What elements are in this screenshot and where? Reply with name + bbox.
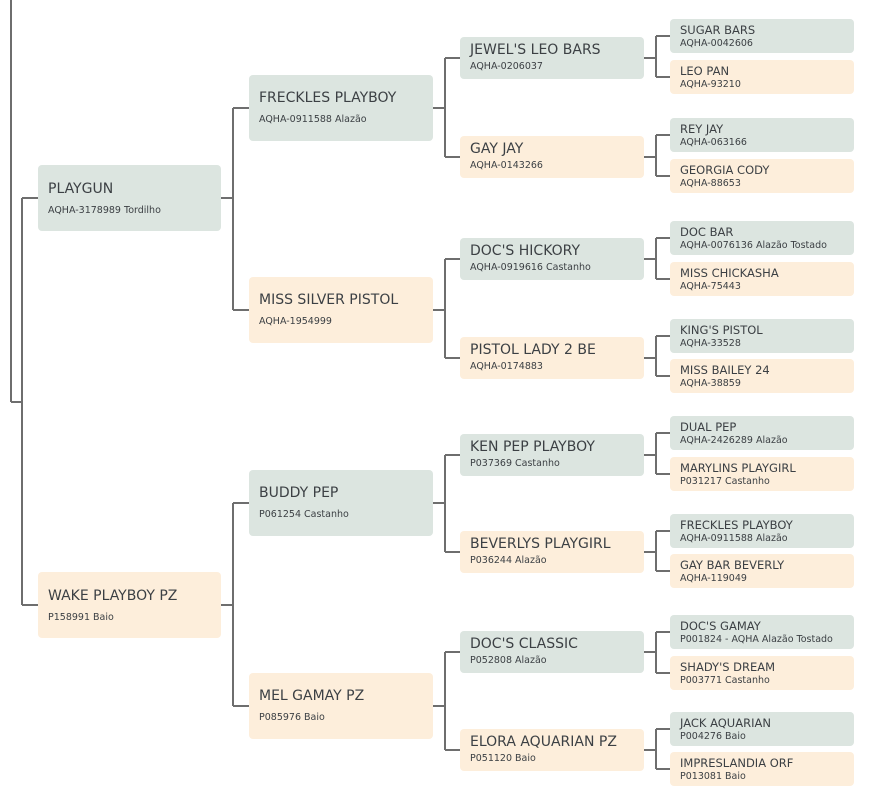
horse-name: KEN PEP PLAYBOY bbox=[470, 439, 595, 455]
horse-name: WAKE PLAYBOY PZ bbox=[48, 588, 178, 604]
horse-registration: AQHA-0042606 bbox=[680, 38, 753, 49]
horse-card-dam-sire[interactable]: BUDDY PEP P061254 Castanho bbox=[249, 470, 433, 536]
horse-card-dam-dam[interactable]: MEL GAMAY PZ P085976 Baio bbox=[249, 673, 433, 739]
horse-name: MISS BAILEY 24 bbox=[680, 363, 770, 377]
horse-registration: AQHA-0911588 Alazão bbox=[680, 533, 788, 544]
horse-card-sire[interactable]: PLAYGUN AQHA-3178989 Tordilho bbox=[38, 165, 221, 231]
horse-card-sire-dam-dam[interactable]: PISTOL LADY 2 BE AQHA-0174883 bbox=[460, 337, 644, 379]
horse-registration: P036244 Alazão bbox=[470, 555, 547, 566]
horse-name: FRECKLES PLAYBOY bbox=[680, 518, 793, 532]
horse-registration: AQHA-1954999 bbox=[259, 316, 332, 327]
horse-name: FRECKLES PLAYBOY bbox=[259, 90, 397, 106]
horse-card-sire-sire-sire[interactable]: JEWEL'S LEO BARS AQHA-0206037 bbox=[460, 37, 644, 79]
horse-name: LEO PAN bbox=[680, 64, 730, 78]
horse-name: GEORGIA CODY bbox=[680, 163, 770, 177]
horse-registration: AQHA-33528 bbox=[680, 338, 741, 349]
horse-registration: AQHA-2426289 Alazão bbox=[680, 435, 788, 446]
horse-registration: AQHA-0206037 bbox=[470, 61, 543, 72]
horse-name: JACK AQUARIAN bbox=[680, 716, 771, 730]
horse-name: BUDDY PEP bbox=[259, 485, 339, 501]
horse-registration: AQHA-3178989 Tordilho bbox=[48, 205, 161, 216]
horse-registration: AQHA-063166 bbox=[680, 137, 747, 148]
horse-card-dam-dam-dam[interactable]: ELORA AQUARIAN PZ P051120 Baio bbox=[460, 729, 644, 771]
horse-name: DOC'S CLASSIC bbox=[470, 636, 578, 652]
horse-name: SHADY'S DREAM bbox=[680, 660, 776, 674]
horse-name: PISTOL LADY 2 BE bbox=[470, 342, 596, 358]
horse-name: MISS SILVER PISTOL bbox=[259, 292, 399, 308]
horse-name: MEL GAMAY PZ bbox=[259, 688, 365, 704]
horse-name: JEWEL'S LEO BARS bbox=[470, 42, 601, 58]
horse-registration: P031217 Castanho bbox=[680, 476, 770, 487]
horse-card-dam[interactable]: WAKE PLAYBOY PZ P158991 Baio bbox=[38, 572, 221, 638]
horse-name: GAY BAR BEVERLY bbox=[680, 558, 785, 572]
horse-registration: P001824 - AQHA Alazão Tostado bbox=[680, 634, 833, 645]
horse-name: DOC BAR bbox=[680, 225, 734, 239]
horse-name: PLAYGUN bbox=[48, 181, 114, 197]
horse-name: KING'S PISTOL bbox=[680, 323, 763, 337]
horse-card-sire-dam-sire[interactable]: DOC'S HICKORY AQHA-0919616 Castanho bbox=[460, 238, 644, 280]
horse-registration: AQHA-119049 bbox=[680, 573, 747, 584]
horse-registration: P013081 Baio bbox=[680, 771, 746, 782]
horse-registration: P004276 Baio bbox=[680, 731, 746, 742]
horse-registration: AQHA-0076136 Alazão Tostado bbox=[680, 240, 827, 251]
horse-registration: P052808 Alazão bbox=[470, 655, 547, 666]
horse-registration: P085976 Baio bbox=[259, 712, 325, 723]
horse-name: IMPRESLANDIA ORF bbox=[680, 756, 794, 770]
horse-card-dam-sire-sire[interactable]: KEN PEP PLAYBOY P037369 Castanho bbox=[460, 434, 644, 476]
horse-registration: AQHA-0143266 bbox=[470, 160, 543, 171]
horse-registration: AQHA-0911588 Alazão bbox=[259, 114, 367, 125]
horse-name: BEVERLYS PLAYGIRL bbox=[470, 536, 611, 552]
horse-name: DUAL PEP bbox=[680, 420, 737, 434]
horse-card-dam-dam-sire[interactable]: DOC'S CLASSIC P052808 Alazão bbox=[460, 631, 644, 673]
horse-registration: P158991 Baio bbox=[48, 612, 114, 623]
horse-registration: P061254 Castanho bbox=[259, 509, 349, 520]
horse-registration: AQHA-38859 bbox=[680, 378, 741, 389]
horse-name: ELORA AQUARIAN PZ bbox=[470, 734, 617, 750]
horse-name: REY JAY bbox=[680, 122, 724, 136]
horse-registration: P003771 Castanho bbox=[680, 675, 770, 686]
horse-registration: AQHA-0919616 Castanho bbox=[470, 262, 591, 273]
horse-card-dam-sire-dam[interactable]: BEVERLYS PLAYGIRL P036244 Alazão bbox=[460, 531, 644, 573]
horse-name: SUGAR BARS bbox=[680, 23, 756, 37]
horse-registration: P037369 Castanho bbox=[470, 458, 560, 469]
horse-registration: AQHA-93210 bbox=[680, 79, 741, 90]
horse-registration: P051120 Baio bbox=[470, 753, 536, 764]
horse-name: DOC'S HICKORY bbox=[470, 243, 581, 259]
horse-name: MARYLINS PLAYGIRL bbox=[680, 461, 796, 475]
horse-registration: AQHA-0174883 bbox=[470, 361, 543, 372]
horse-name: MISS CHICKASHA bbox=[680, 266, 779, 280]
horse-card-sire-dam[interactable]: MISS SILVER PISTOL AQHA-1954999 bbox=[249, 277, 433, 343]
horse-name: GAY JAY bbox=[470, 141, 524, 157]
horse-card-sire-sire[interactable]: FRECKLES PLAYBOY AQHA-0911588 Alazão bbox=[249, 75, 433, 141]
horse-registration: AQHA-75443 bbox=[680, 281, 741, 292]
horse-registration: AQHA-88653 bbox=[680, 178, 741, 189]
horse-card-sire-sire-dam[interactable]: GAY JAY AQHA-0143266 bbox=[460, 136, 644, 178]
horse-name: DOC'S GAMAY bbox=[680, 619, 761, 633]
